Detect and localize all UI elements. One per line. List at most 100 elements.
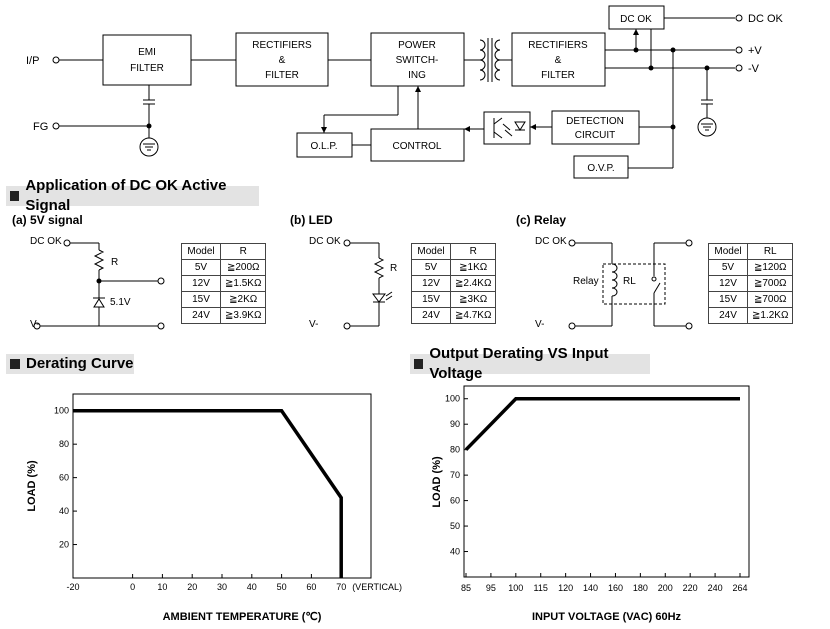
table-cell: ≧4.7KΩ: [449, 307, 497, 324]
dc-ok-circuits: [33, 239, 693, 330]
plot-frame: [463, 385, 750, 578]
y-tick-label: 70: [450, 470, 460, 480]
circuit-a-r-label: R: [111, 257, 119, 268]
circuit-a-dc-ok-label: DC OK: [30, 236, 62, 247]
table-cell: 24V: [181, 307, 221, 324]
out-dc-ok-label: DC OK: [748, 13, 784, 25]
out-minus-label: -V: [748, 63, 760, 75]
x-tick-label: 180: [633, 583, 648, 593]
x-tick-label: 60: [306, 582, 316, 592]
rectifiers-out-label-2: &: [555, 55, 562, 66]
x-tick-label: 20: [187, 582, 197, 592]
fg-label: FG: [33, 121, 48, 133]
table-cell: ≧1.2KΩ: [746, 307, 794, 324]
y-tick-label: 40: [450, 547, 460, 557]
x-tick-label: 50: [277, 582, 287, 592]
x-tick-label: -20: [66, 582, 79, 592]
x-axis-label: INPUT VOLTAGE (VAC) 60Hz: [532, 611, 682, 623]
series-line: [464, 396, 740, 451]
block-diagram: EMI FILTER RECTIFIERS & FILTER POWER SWI…: [26, 5, 784, 179]
out-plus-label: +V: [748, 45, 762, 57]
emi-filter-label-1: EMI: [138, 47, 156, 58]
x-tick-label: 200: [658, 583, 673, 593]
x-tick-label: 100: [508, 583, 523, 593]
detection-label-1: DETECTION: [566, 116, 624, 127]
y-tick-label: 80: [450, 445, 460, 455]
y-axis-label: LOAD (%): [26, 460, 38, 512]
circuit-c-rl-label: RL: [623, 276, 636, 287]
x-tick-label: 40: [247, 582, 257, 592]
y-tick-label: 60: [59, 473, 69, 483]
power-switching-label-2: SWITCH-: [396, 55, 439, 66]
x-tick-label: 70: [336, 582, 346, 592]
x-tick-label: 140: [583, 583, 598, 593]
circuit-a-zener-label: 5.1V: [110, 297, 131, 308]
circuit-c-vminus-label: V-: [535, 319, 545, 330]
rectifiers-out-label-1: RECTIFIERS: [528, 40, 588, 51]
y-tick-label: 50: [450, 521, 460, 531]
y-tick-label: 80: [59, 439, 69, 449]
ovp-box: [573, 155, 629, 179]
square-bullet-icon: [10, 191, 20, 201]
x-tick-label: 264: [732, 583, 747, 593]
x-tick-label: 30: [217, 582, 227, 592]
x-tick-label: 160: [608, 583, 623, 593]
square-bullet-icon: [10, 359, 20, 369]
x-tick-label: 115: [534, 583, 548, 593]
y-tick-label: 20: [59, 540, 69, 550]
output-derating-title: Output Derating VS Input Voltage: [429, 345, 609, 382]
output-derating-header: Output Derating VS Input Voltage: [410, 345, 650, 382]
derating-curve-title: Derating Curve: [26, 355, 134, 372]
dc-ok-box-label: DC OK: [620, 14, 652, 25]
rectifiers-in-label-2: &: [279, 55, 286, 66]
x-tick-label: 10: [157, 582, 167, 592]
ovp-label: O.V.P.: [587, 163, 614, 174]
circuit-c-dc-ok-label: DC OK: [535, 236, 567, 247]
emi-filter-label-2: FILTER: [130, 63, 164, 74]
y-tick-label: 100: [54, 406, 69, 416]
circuit-a-title: (a) 5V signal: [12, 213, 83, 227]
x-axis-label: AMBIENT TEMPERATURE (℃): [163, 611, 322, 623]
table-cell: 24V: [411, 307, 451, 324]
power-switching-label-3: ING: [408, 70, 426, 81]
dc-ok-section-header: Application of DC OK Active Signal: [6, 177, 259, 214]
x-tick-label: 95: [486, 583, 496, 593]
rectifiers-in-label-3: FILTER: [265, 70, 299, 81]
circuit-c-relay-label: Relay: [573, 276, 599, 287]
rectifiers-in-label-1: RECTIFIERS: [252, 40, 312, 51]
ip-label: I/P: [26, 55, 39, 67]
circuit-a-vminus-label: V-: [30, 319, 40, 330]
circuit-c-title: (c) Relay: [516, 213, 567, 227]
olp-label: O.L.P.: [310, 141, 337, 152]
detection-label-2: CIRCUIT: [575, 130, 616, 141]
derating-curve-header: Derating Curve: [6, 354, 134, 374]
x-tick-label: 85: [461, 583, 471, 593]
y-axis-label: LOAD (%): [431, 456, 443, 508]
circuit-b-vminus-label: V-: [309, 319, 319, 330]
x-tick-label: 220: [683, 583, 698, 593]
photocoupler-box: [483, 111, 531, 145]
x-tick-note: (VERTICAL): [352, 582, 402, 592]
circuit-b-title: (b) LED: [290, 213, 333, 227]
x-tick-label: 120: [558, 583, 573, 593]
y-tick-label: 90: [450, 419, 460, 429]
power-switching-label-1: POWER: [398, 40, 436, 51]
rectifiers-out-label-3: FILTER: [541, 70, 575, 81]
control-label: CONTROL: [393, 141, 442, 152]
circuit-b-dc-ok-label: DC OK: [309, 236, 341, 247]
x-tick-label: 0: [130, 582, 135, 592]
table-cell: ≧3.9KΩ: [219, 307, 267, 324]
square-bullet-icon: [414, 359, 424, 369]
circuit-b-r-label: R: [390, 263, 398, 274]
x-tick-label: 240: [708, 583, 723, 593]
y-tick-label: 40: [59, 506, 69, 516]
y-tick-label: 100: [445, 394, 460, 404]
y-tick-label: 60: [450, 496, 460, 506]
dc-ok-section-title: Application of DC OK Active Signal: [25, 177, 227, 214]
series-line: [73, 408, 343, 578]
